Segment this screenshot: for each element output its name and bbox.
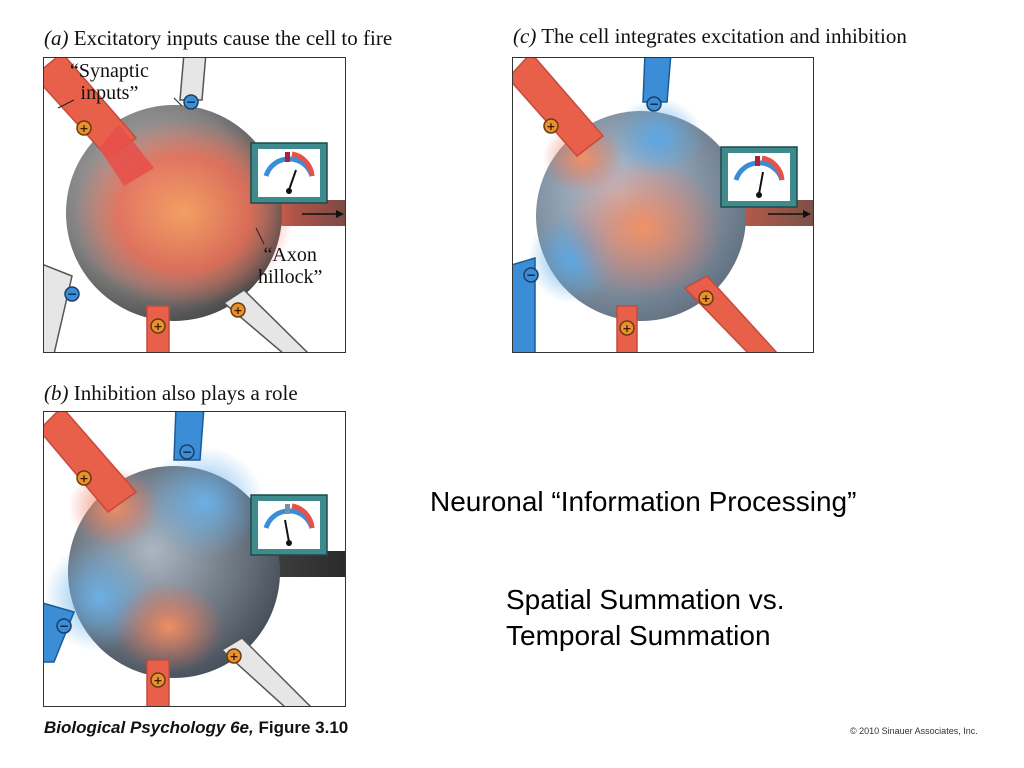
panel-a-diagram: + + − − + xyxy=(43,57,346,353)
plus-badge-icon xyxy=(543,118,559,134)
plus-badge-icon xyxy=(76,120,92,136)
synaptic-inputs-label: “Synaptic inputs” xyxy=(70,60,149,104)
plus-badge-icon xyxy=(619,320,635,336)
plus-sign: + xyxy=(701,292,710,305)
panel-a-svg: + + − − + xyxy=(44,58,345,352)
slide-title: Neuronal “Information Processing” xyxy=(430,486,857,517)
panel-b-diagram: + − − + + xyxy=(43,411,346,707)
axon-label-line2: hillock” xyxy=(258,266,323,288)
inhibitory-terminal xyxy=(642,58,672,103)
synaptic-label-line2: inputs” xyxy=(80,82,139,104)
panel-c-diagram: + − − + + xyxy=(512,57,814,353)
minus-sign: − xyxy=(182,445,192,459)
plus-sign: + xyxy=(546,120,555,133)
panel-c-caption-text: The cell integrates excitation and inhib… xyxy=(541,24,907,48)
plus-sign: + xyxy=(153,320,162,333)
slide-subtitle-line1: Spatial Summation vs. xyxy=(506,584,785,615)
slide-subtitle-line2: Temporal Summation xyxy=(506,620,771,651)
panel-c-letter: (c) xyxy=(513,24,537,48)
panel-a-caption-text: Excitatory inputs cause the cell to fire xyxy=(73,26,393,50)
inhibitory-terminal xyxy=(44,602,76,663)
panel-c-caption: (c) The cell integrates excitation and i… xyxy=(513,24,907,49)
voltmeter xyxy=(720,146,798,208)
plus-sign: + xyxy=(79,122,88,135)
panel-b-letter: (b) xyxy=(44,381,69,405)
figure-credit: Biological Psychology 6e, Figure 3.10 xyxy=(44,718,348,738)
synaptic-label-line1: “Synaptic xyxy=(70,60,149,82)
excitatory-synapse xyxy=(99,124,154,186)
inactive-excitatory-terminal xyxy=(220,637,312,706)
voltmeter xyxy=(250,494,328,556)
axon-hillock-label: “Axon hillock” xyxy=(258,244,322,288)
slide-subtitle: Spatial Summation vs. Temporal Summation xyxy=(506,582,785,654)
excitation-glow xyxy=(114,582,224,672)
meter-needle xyxy=(758,171,764,195)
plus-sign: + xyxy=(622,322,631,335)
minus-badge-icon xyxy=(56,618,72,634)
inhibition-glow xyxy=(613,98,703,178)
inactive-excitatory-terminal xyxy=(222,289,309,352)
inactive-inhibitory-terminal xyxy=(179,58,207,101)
minus-sign: − xyxy=(67,287,77,301)
copyright: © 2010 Sinauer Associates, Inc. xyxy=(850,726,978,736)
minus-badge-icon xyxy=(183,94,199,110)
minus-sign: − xyxy=(59,619,69,633)
minus-sign: − xyxy=(526,268,536,282)
excitation-glow xyxy=(563,158,723,298)
minus-badge-icon xyxy=(646,96,662,112)
book-title: Biological Psychology 6e, xyxy=(44,718,254,737)
plus-sign: + xyxy=(233,304,242,317)
panel-a-letter: (a) xyxy=(44,26,69,50)
minus-sign: − xyxy=(649,97,659,111)
plus-badge-icon xyxy=(230,302,246,318)
voltmeter xyxy=(250,142,328,204)
plus-badge-icon xyxy=(150,318,166,334)
plus-badge-icon xyxy=(76,470,92,486)
panel-a-caption: (a) Excitatory inputs cause the cell to … xyxy=(44,26,392,51)
inhibition-glow xyxy=(144,447,264,557)
panel-b-caption-text: Inhibition also plays a role xyxy=(73,381,298,405)
minus-badge-icon xyxy=(64,286,80,302)
figure-ref: Figure 3.10 xyxy=(258,718,349,737)
meter-needle xyxy=(284,519,290,543)
plus-sign: + xyxy=(79,472,88,485)
plus-badge-icon xyxy=(226,648,242,664)
minus-badge-icon xyxy=(179,444,195,460)
plus-badge-icon xyxy=(698,290,714,306)
panel-b-svg: + − − + + xyxy=(44,412,345,706)
meter-needle xyxy=(288,169,297,191)
plus-badge-icon xyxy=(150,672,166,688)
plus-sign: + xyxy=(229,650,238,663)
excitatory-terminal xyxy=(683,275,778,352)
panel-b-caption: (b) Inhibition also plays a role xyxy=(44,381,298,406)
minus-sign: − xyxy=(186,95,196,109)
inactive-inhibitory-terminal xyxy=(44,264,73,352)
panel-c-svg: + − − + + xyxy=(513,58,813,352)
minus-badge-icon xyxy=(523,267,539,283)
axon-label-line1: “Axon xyxy=(263,244,317,266)
plus-sign: + xyxy=(153,674,162,687)
